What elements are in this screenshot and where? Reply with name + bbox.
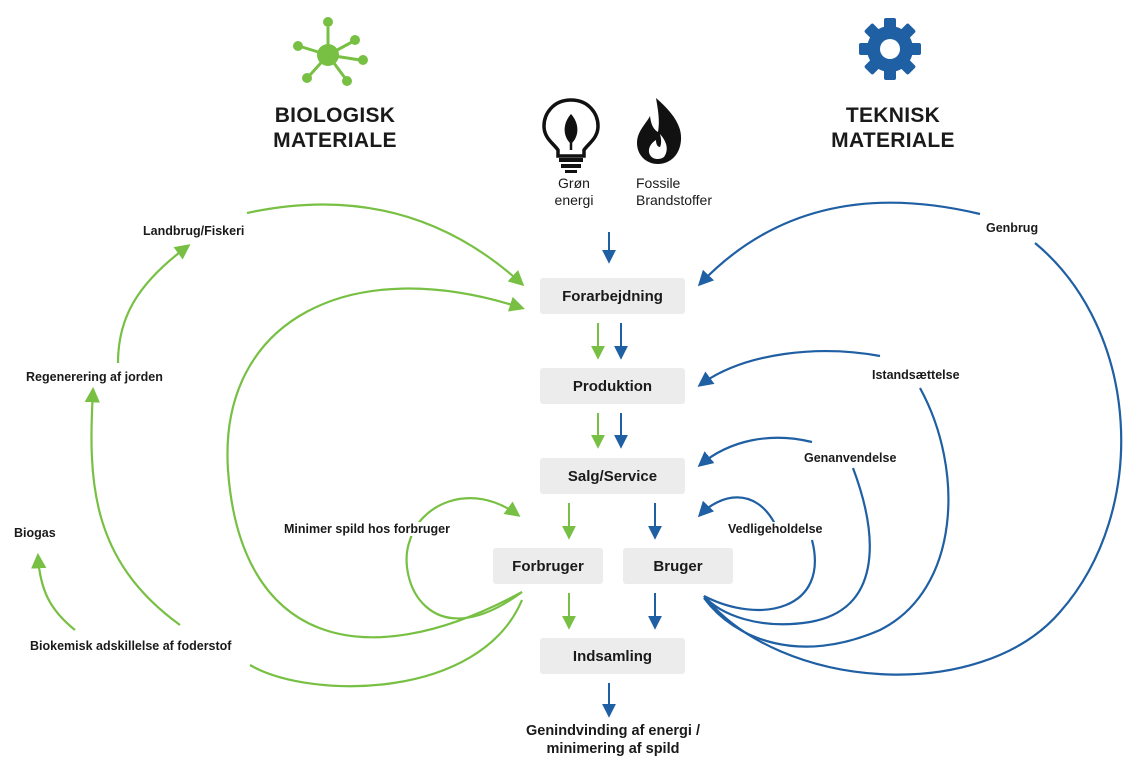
stage-user: Bruger — [623, 548, 733, 584]
arrow-soil-to-farming — [116, 244, 191, 364]
biological-heading-line1: BIOLOGISK — [274, 104, 396, 127]
arrow-recycling-to-processing — [697, 201, 981, 287]
energy-recovery-label: Genindvinding af energi / minimering af … — [480, 722, 746, 758]
molecule-icon — [293, 17, 368, 86]
arrow-biochem-to-biogas — [31, 552, 76, 631]
arrow-farming-to-processing — [246, 203, 525, 287]
energy-recovery-line1: Genindvinding af energi / — [525, 723, 700, 739]
label-maintenance: Vedligeholdelse — [726, 522, 825, 536]
label-reuse: Genanvendelse — [802, 451, 899, 465]
green-energy-label: Grøn energi — [544, 175, 604, 209]
stage-production: Produktion — [540, 368, 685, 404]
arrow-user-to-refurbish — [703, 387, 950, 648]
label-recycling: Genbrug — [986, 221, 1039, 235]
green-energy-line2: energi — [554, 192, 594, 208]
stage-collection: Indsamling — [540, 638, 685, 674]
arrow-maintenance-to-user — [697, 496, 776, 525]
label-farming-fishing: Landbrug/Fiskeri — [143, 224, 245, 238]
label-soil-regeneration: Regenerering af jorden — [26, 370, 163, 384]
gear-icon — [859, 18, 921, 80]
flame-icon — [637, 98, 682, 164]
label-biochemical-separation: Biokemisk adskillelse af foderstof — [30, 639, 232, 653]
fossil-fuel-label: Fossile Brandstoffer — [636, 175, 756, 209]
technical-heading-line2: MATERIALE — [831, 129, 955, 152]
arrow-user-to-maintenance — [703, 539, 816, 612]
label-minimize-waste: Minimer spild hos forbruger — [282, 522, 452, 536]
arrow-biochem-to-soil — [84, 386, 181, 626]
biological-heading-line2: MATERIALE — [273, 129, 397, 152]
label-refurbishment: Istandsættelse — [870, 368, 962, 382]
arrow-consumer-loop-to-processing — [226, 287, 525, 639]
arrow-consumer-to-biochem — [249, 599, 524, 688]
stage-consumer: Forbruger — [493, 548, 603, 584]
green-energy-line1: Grøn — [558, 175, 590, 191]
arrow-user-to-recycling — [703, 242, 1123, 676]
energy-recovery-line2: minimering af spild — [546, 741, 680, 757]
arrow-refurbish-to-production — [697, 350, 881, 387]
technical-heading-line1: TEKNISK — [845, 104, 941, 127]
lightbulb-icon — [542, 98, 600, 173]
stage-sales-service: Salg/Service — [540, 458, 685, 494]
biological-material-heading: BIOLOGISK MATERIALE — [250, 103, 420, 153]
fossil-line1: Fossile — [636, 175, 681, 191]
stage-processing: Forarbejdning — [540, 278, 685, 314]
arrow-user-to-reuse — [703, 467, 871, 626]
arrow-minimize-waste-loop — [405, 497, 523, 620]
arrow-reuse-to-sales — [697, 436, 813, 467]
fossil-line2: Brandstoffer — [636, 192, 713, 208]
label-biogas: Biogas — [14, 526, 56, 540]
technical-material-heading: TEKNISK MATERIALE — [808, 103, 978, 153]
